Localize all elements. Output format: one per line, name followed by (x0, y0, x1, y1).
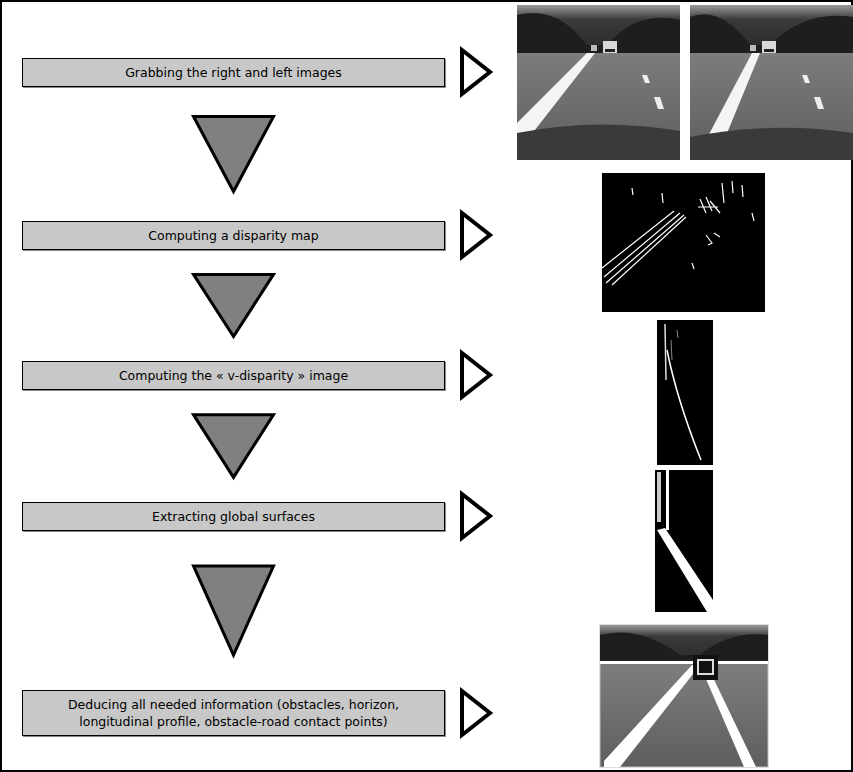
car (764, 49, 774, 52)
road-line (657, 528, 713, 612)
trees (517, 13, 680, 53)
lane-dash (814, 97, 824, 109)
image-sky (600, 625, 768, 662)
process-box: Computing the « v-disparity » image (22, 361, 445, 390)
pointer-triangles (462, 50, 490, 735)
image-ground (600, 625, 768, 767)
car (762, 41, 776, 53)
image-ground (690, 5, 853, 160)
obstacle-trace (665, 324, 666, 380)
pointer-triangle (462, 213, 490, 257)
image-sky (517, 5, 680, 53)
pointer-triangle (462, 353, 490, 397)
down-triangle (194, 415, 274, 478)
down-triangle (194, 566, 274, 655)
extracted-surfaces (655, 470, 713, 612)
flow-arrow (194, 415, 274, 478)
obstacle-box (693, 655, 718, 680)
image-ground (657, 320, 713, 465)
car (605, 49, 615, 52)
pointer-triangle (462, 691, 490, 735)
pointer-triangle (462, 50, 490, 94)
pointer-triangle (462, 494, 490, 538)
stereo-image-left (690, 5, 853, 160)
profile-line (700, 665, 756, 767)
trees (690, 14, 853, 53)
box-label: Grabbing the right and left images (33, 64, 434, 81)
image-ground (655, 470, 713, 612)
car (603, 41, 617, 53)
image-ground (517, 5, 680, 160)
car (750, 45, 756, 51)
result-image (600, 625, 768, 767)
box-label: Extracting global surfaces (33, 508, 434, 525)
box-label: Computing the « v-disparity » image (33, 367, 434, 384)
obstacle-line (666, 470, 669, 530)
disparity-map (602, 173, 765, 312)
box-label: Computing a disparity map (33, 227, 434, 244)
road-trace (667, 350, 701, 460)
stereo-image-right (517, 5, 680, 160)
flow-arrow (194, 566, 274, 655)
dashboard (690, 128, 853, 160)
v-disparity-image (657, 320, 713, 465)
profile-line (604, 665, 700, 767)
down-triangle (194, 116, 274, 191)
process-box: Extracting global surfaces (22, 502, 445, 531)
image-sky (690, 5, 853, 53)
box-label: Deducing all needed information (obstacl… (33, 696, 434, 730)
process-box: Grabbing the right and left images (22, 58, 445, 87)
obstacle-marker (698, 660, 713, 674)
noise (671, 330, 678, 360)
disparity-points (602, 181, 754, 285)
flow-arrow (194, 274, 274, 336)
flow-arrow (194, 116, 274, 191)
lane-dash (654, 97, 664, 109)
image-ground (602, 173, 765, 312)
down-triangle (194, 274, 274, 336)
process-box: Deducing all needed information (obstacl… (22, 690, 445, 736)
trees (600, 633, 768, 663)
process-box: Computing a disparity map (22, 221, 445, 250)
obstacle-trace (657, 472, 661, 522)
dashboard (517, 124, 680, 160)
lane-dash (802, 75, 810, 83)
car (591, 45, 597, 51)
lane-dash (642, 75, 650, 83)
horizon-line (600, 661, 768, 664)
